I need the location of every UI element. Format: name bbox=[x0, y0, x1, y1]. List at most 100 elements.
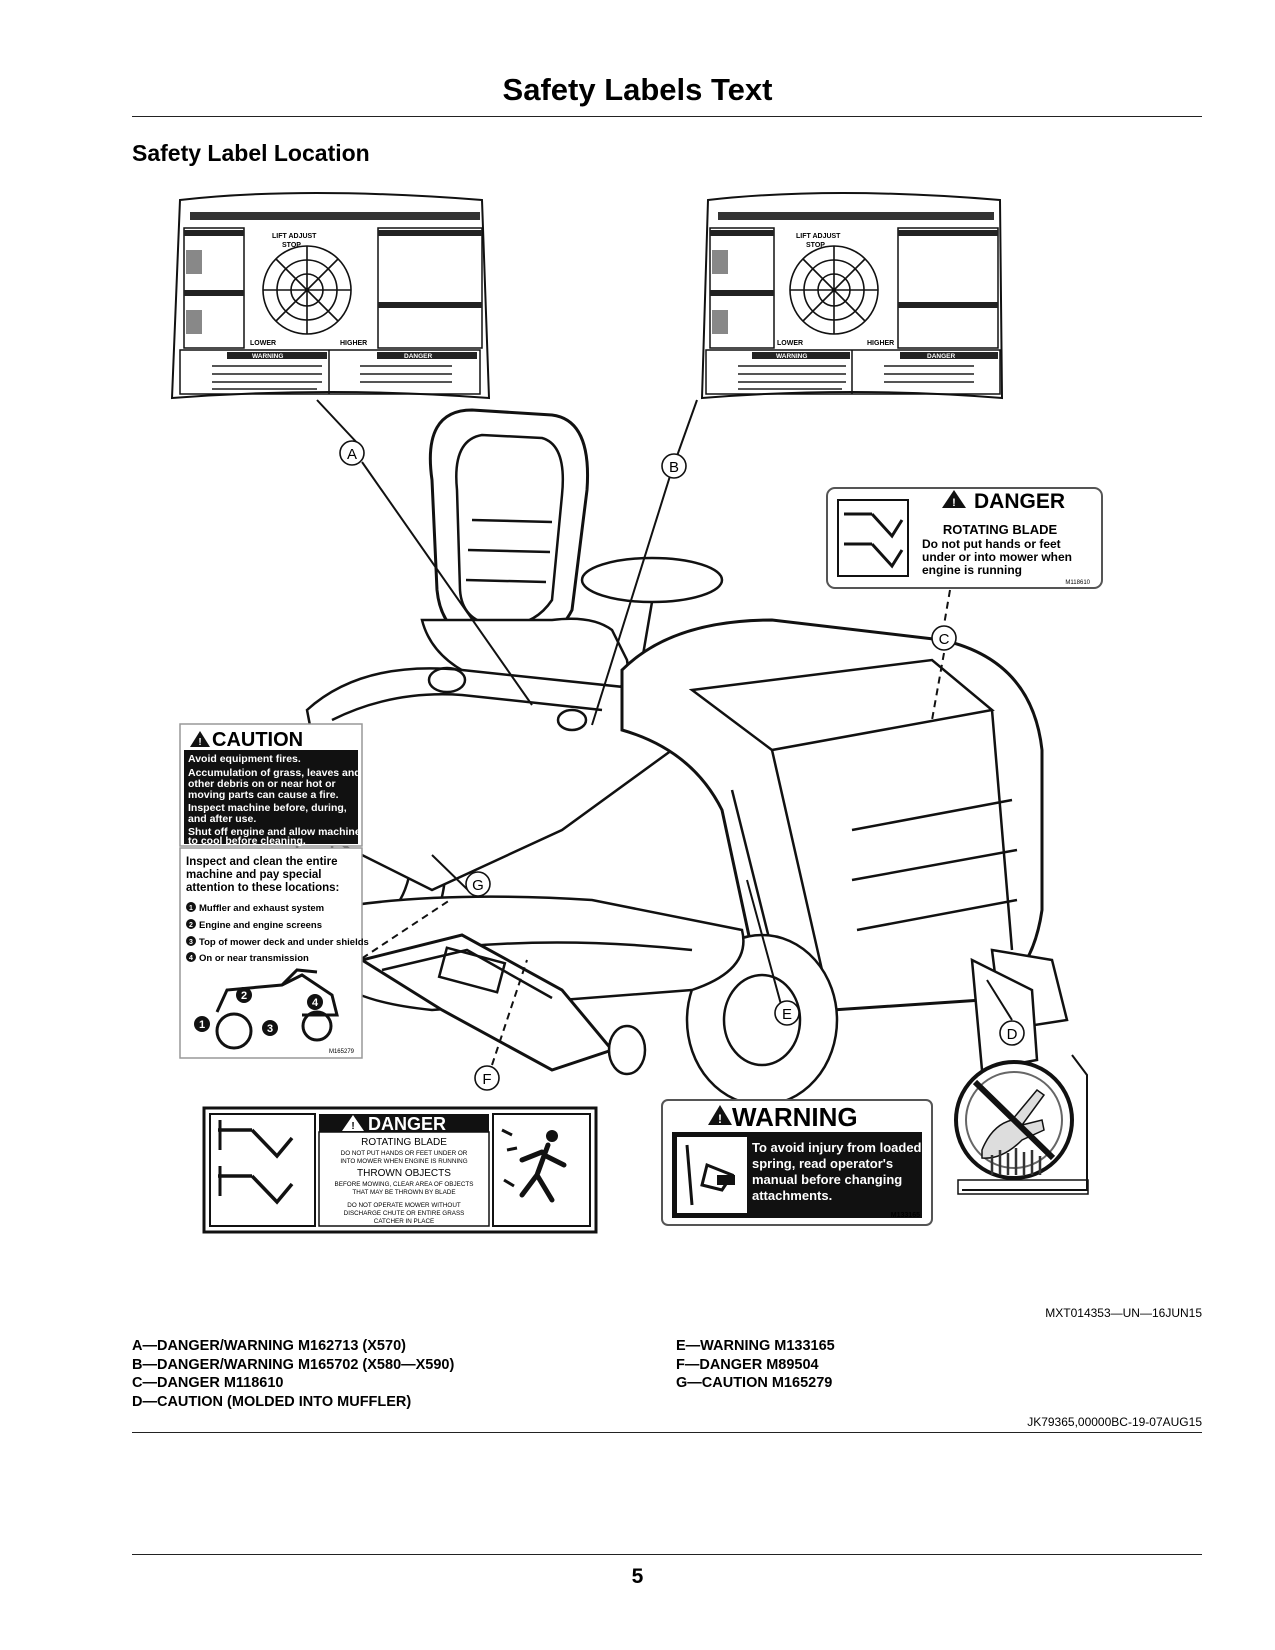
svg-text:STOP: STOP bbox=[282, 242, 301, 249]
svg-text:DISCHARGE CHUTE OR ENTIRE GRAS: DISCHARGE CHUTE OR ENTIRE GRASS bbox=[344, 1210, 465, 1217]
svg-text:D: D bbox=[1007, 1026, 1018, 1043]
muffler-caution-symbol-d bbox=[954, 1054, 1089, 1195]
svg-text:WARNING: WARNING bbox=[776, 353, 807, 360]
svg-text:HIGHER: HIGHER bbox=[340, 340, 367, 347]
svg-text:M165279: M165279 bbox=[329, 1049, 355, 1055]
legend-item: D—CAUTION (MOLDED INTO MUFFLER) bbox=[132, 1393, 412, 1410]
svg-text:To avoid injury from loaded: To avoid injury from loaded bbox=[752, 1140, 922, 1155]
svg-text:Shut off engine and allow mach: Shut off engine and allow machine bbox=[188, 826, 361, 838]
svg-text:!: ! bbox=[351, 1121, 354, 1132]
page-number: 5 bbox=[631, 1565, 644, 1588]
callout-e: E bbox=[774, 1000, 800, 1026]
svg-text:engine is running: engine is running bbox=[922, 563, 1022, 577]
header-rule bbox=[132, 116, 1202, 117]
svg-text:4: 4 bbox=[312, 997, 319, 1009]
svg-text:DANGER: DANGER bbox=[368, 1114, 446, 1134]
tractor-drawing bbox=[295, 408, 1069, 1107]
svg-text:M133165: M133165 bbox=[891, 1212, 920, 1219]
svg-text:spring, read operator's: spring, read operator's bbox=[752, 1156, 893, 1171]
svg-text:1: 1 bbox=[199, 1019, 205, 1031]
callout-d: D bbox=[999, 1020, 1025, 1046]
svg-text:THAT MAY BE THROWN BY BLADE: THAT MAY BE THROWN BY BLADE bbox=[352, 1189, 455, 1196]
figure-id: MXT014353—UN—16JUN15 bbox=[1045, 1306, 1202, 1320]
svg-text:Do not put hands or feet: Do not put hands or feet bbox=[922, 537, 1061, 551]
svg-text:INTO MOWER WHEN ENGINE IS RUNN: INTO MOWER WHEN ENGINE IS RUNNING bbox=[340, 1158, 467, 1165]
legend-item: F—DANGER M89504 bbox=[676, 1356, 819, 1373]
legend-left: A—DANGER/WARNING M162713 (X570) B—DANGER… bbox=[132, 1337, 454, 1411]
svg-text:G: G bbox=[472, 877, 484, 894]
svg-text:attachments.: attachments. bbox=[752, 1188, 832, 1203]
svg-text:DO NOT PUT HANDS OR FEET UNDER: DO NOT PUT HANDS OR FEET UNDER OR bbox=[341, 1150, 468, 1157]
callout-b: B bbox=[661, 453, 687, 479]
legend-right: E—WARNING M133165 F—DANGER M89504 G—CAUT… bbox=[676, 1337, 835, 1393]
callout-c: C bbox=[931, 625, 957, 651]
svg-text:LIFT ADJUST: LIFT ADJUST bbox=[272, 233, 317, 240]
footer-rule bbox=[132, 1554, 1202, 1555]
svg-text:Avoid equipment fires.: Avoid equipment fires. bbox=[188, 753, 301, 765]
svg-text:LOWER: LOWER bbox=[777, 340, 803, 347]
svg-text:E: E bbox=[782, 1006, 792, 1023]
svg-text:ROTATING BLADE: ROTATING BLADE bbox=[943, 522, 1058, 537]
danger-label-f: ! DANGER ROTATING BLADE DO NOT PUT HANDS… bbox=[202, 1106, 598, 1234]
svg-text:WARNING: WARNING bbox=[732, 1102, 858, 1132]
svg-text:other debris on or near hot or: other debris on or near hot or bbox=[188, 778, 336, 790]
section-heading: Safety Label Location bbox=[132, 140, 370, 166]
svg-text:THROWN OBJECTS: THROWN OBJECTS bbox=[357, 1168, 451, 1179]
svg-text:Top of mower deck and under sh: Top of mower deck and under shields bbox=[199, 937, 369, 948]
svg-text:DANGER: DANGER bbox=[927, 353, 955, 360]
svg-text:HIGHER: HIGHER bbox=[867, 340, 894, 347]
svg-text:attention to these locations:: attention to these locations: bbox=[186, 882, 339, 894]
svg-text:LOWER: LOWER bbox=[250, 340, 276, 347]
svg-text:2: 2 bbox=[189, 922, 193, 929]
svg-text:M118610: M118610 bbox=[1065, 580, 1090, 586]
callout-a: A bbox=[339, 440, 365, 466]
svg-text:manual before changing: manual before changing bbox=[752, 1172, 902, 1187]
svg-text:4: 4 bbox=[189, 955, 193, 962]
safety-label-illustration: A B C D E F G LIFT ADJUST STOP bbox=[132, 190, 1202, 1290]
section-end-rule bbox=[132, 1432, 1202, 1433]
svg-text:DANGER: DANGER bbox=[974, 490, 1065, 513]
svg-text:DO NOT OPERATE MOWER WITHOUT: DO NOT OPERATE MOWER WITHOUT bbox=[347, 1202, 461, 1209]
legend-item: C—DANGER M118610 bbox=[132, 1375, 284, 1391]
leader-lines bbox=[316, 399, 1013, 1066]
svg-text:!: ! bbox=[952, 497, 956, 509]
svg-text:to cool before cleaning.: to cool before cleaning. bbox=[188, 835, 306, 847]
svg-text:moving parts can cause a fire.: moving parts can cause a fire. bbox=[188, 789, 339, 801]
document-reference: JK79365,00000BC-19-07AUG15 bbox=[1027, 1415, 1202, 1429]
svg-text:Accumulation of grass, leaves: Accumulation of grass, leaves and bbox=[188, 767, 361, 779]
svg-text:CATCHER IN PLACE: CATCHER IN PLACE bbox=[374, 1218, 434, 1225]
svg-text:CAUTION: CAUTION bbox=[212, 729, 303, 751]
danger-label-c: ! DANGER ROTATING BLADE Do not put hands… bbox=[826, 487, 1103, 589]
svg-text:2: 2 bbox=[241, 990, 247, 1002]
svg-text:3: 3 bbox=[189, 939, 193, 946]
svg-text:C: C bbox=[939, 631, 950, 648]
legend-item: A—DANGER/WARNING M162713 (X570) bbox=[132, 1338, 406, 1354]
label-panel-a: LIFT ADJUST STOP LOWER HIGHER WARNING DA… bbox=[170, 192, 491, 400]
svg-text:!: ! bbox=[198, 737, 201, 748]
svg-text:On or near transmission: On or near transmission bbox=[199, 953, 309, 964]
caution-label-g: ! CAUTION Avoid equipment fires. Accumul… bbox=[179, 723, 369, 1059]
svg-text:machine and pay special: machine and pay special bbox=[186, 869, 322, 881]
legend-item: E—WARNING M133165 bbox=[676, 1338, 835, 1354]
svg-text:Inspect and clean the entire: Inspect and clean the entire bbox=[186, 856, 337, 868]
legend-item: B—DANGER/WARNING M165702 (X580—X590) bbox=[132, 1356, 455, 1373]
svg-text:A: A bbox=[347, 446, 357, 463]
callout-g: G bbox=[465, 871, 491, 897]
svg-text:Inspect machine before, during: Inspect machine before, during, bbox=[188, 802, 347, 814]
svg-text:Muffler and exhaust system: Muffler and exhaust system bbox=[199, 903, 324, 914]
svg-text:LIFT ADJUST: LIFT ADJUST bbox=[796, 233, 841, 240]
svg-text:ROTATING BLADE: ROTATING BLADE bbox=[361, 1137, 447, 1148]
svg-text:1: 1 bbox=[189, 905, 193, 912]
warning-label-e: ! WARNING To avoid injury from loaded sp… bbox=[661, 1099, 933, 1226]
svg-text:and after use.: and after use. bbox=[188, 813, 256, 825]
legend-item: G—CAUTION M165279 bbox=[676, 1375, 833, 1391]
svg-text:BEFORE MOWING, CLEAR AREA OF O: BEFORE MOWING, CLEAR AREA OF OBJECTS bbox=[335, 1181, 474, 1188]
svg-text:B: B bbox=[669, 459, 679, 476]
svg-text:Engine and engine screens: Engine and engine screens bbox=[199, 920, 322, 931]
page-title: Safety Labels Text bbox=[502, 72, 773, 107]
svg-text:3: 3 bbox=[267, 1023, 273, 1035]
svg-text:DANGER: DANGER bbox=[404, 353, 432, 360]
svg-text:under or into mower when: under or into mower when bbox=[922, 550, 1072, 564]
callout-f: F bbox=[474, 1065, 500, 1091]
svg-text:STOP: STOP bbox=[806, 242, 825, 249]
